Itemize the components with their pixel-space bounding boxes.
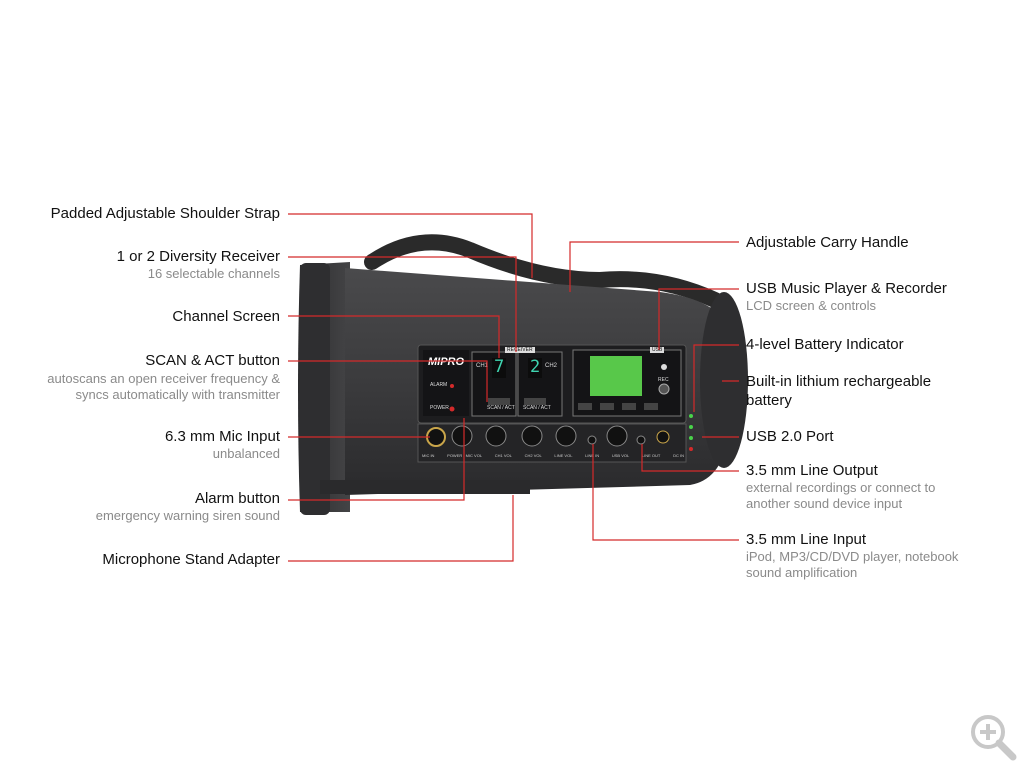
alarm-button[interactable]: ALARM bbox=[430, 382, 448, 388]
callout-diversity-receiver: 1 or 2 Diversity Receiver bbox=[116, 248, 280, 265]
callout-lithium-battery: Built-in lithium rechargeable battery bbox=[746, 373, 932, 409]
leader-channel-screen bbox=[288, 315, 500, 358]
jack-labels: MIC IN POWER / MIC VOL CH1 VOL CH2 VOL L… bbox=[422, 453, 684, 458]
leader-line-input bbox=[592, 444, 739, 541]
callout-channel-screen: Channel Screen bbox=[172, 308, 280, 325]
callout-line-input: 3.5 mm Line Input bbox=[746, 531, 867, 548]
leader-shoulder-strap bbox=[288, 213, 533, 278]
usb-tag: USB bbox=[650, 347, 665, 353]
callout-line-output-sub: external recordings or connect to anothe… bbox=[746, 480, 936, 511]
callout-usb-player: USB Music Player & Recorder bbox=[746, 280, 947, 297]
callout-scan-act-sub: autoscans an open receiver frequency & s… bbox=[47, 371, 280, 402]
callout-carry-handle: Adjustable Carry Handle bbox=[746, 234, 909, 251]
leader-carry-handle bbox=[569, 241, 739, 292]
leader-mic-stand bbox=[288, 495, 514, 562]
leader-battery-indicator bbox=[693, 344, 739, 412]
callout-line-input-sub: iPod, MP3/CD/DVD player, notebook sound … bbox=[746, 549, 959, 580]
brand-logo: MIPRO bbox=[428, 356, 465, 368]
ch2-digit: 2 bbox=[530, 357, 541, 377]
lcd-screen bbox=[590, 356, 642, 396]
shoulder-strap bbox=[364, 234, 723, 308]
ch1-label: CH1 bbox=[476, 363, 489, 369]
callout-mic-input-sub: unbalanced bbox=[212, 446, 280, 461]
zoom-in-icon[interactable] bbox=[966, 710, 1018, 762]
callout-line-output: 3.5 mm Line Output bbox=[746, 462, 878, 479]
ch2-label: CH2 bbox=[545, 363, 558, 369]
callout-mic-input: 6.3 mm Mic Input bbox=[164, 428, 280, 445]
callout-usb-player-sub: LCD screen & controls bbox=[746, 298, 877, 313]
leader-diversity-receiver bbox=[288, 256, 517, 352]
callout-usb-port: USB 2.0 Port bbox=[746, 428, 834, 445]
receiver-tag: RECEIVER bbox=[505, 347, 535, 353]
scan-act-button-1[interactable]: SCAN / ACT bbox=[487, 405, 515, 411]
scan-act-button-2[interactable]: SCAN / ACT bbox=[523, 405, 551, 411]
callout-scan-act: SCAN & ACT button bbox=[145, 352, 280, 369]
leader-alarm-button bbox=[288, 418, 465, 501]
callout-alarm-button: Alarm button bbox=[194, 490, 280, 507]
leader-usb-player bbox=[658, 288, 739, 350]
callout-alarm-button-sub: emergency warning siren sound bbox=[95, 508, 280, 523]
leader-scan-act bbox=[288, 360, 488, 402]
callout-shoulder-strap: Padded Adjustable Shoulder Strap bbox=[50, 205, 280, 222]
power-label: POWER bbox=[430, 405, 449, 411]
rec-button[interactable]: REC bbox=[658, 377, 669, 383]
callout-battery-indicator: 4-level Battery Indicator bbox=[746, 336, 904, 353]
callout-diversity-receiver-sub: 16 selectable channels bbox=[147, 266, 280, 281]
callout-mic-stand: Microphone Stand Adapter bbox=[102, 551, 280, 568]
leader-line-output bbox=[641, 444, 739, 472]
ch1-digit: 7 bbox=[494, 357, 505, 377]
